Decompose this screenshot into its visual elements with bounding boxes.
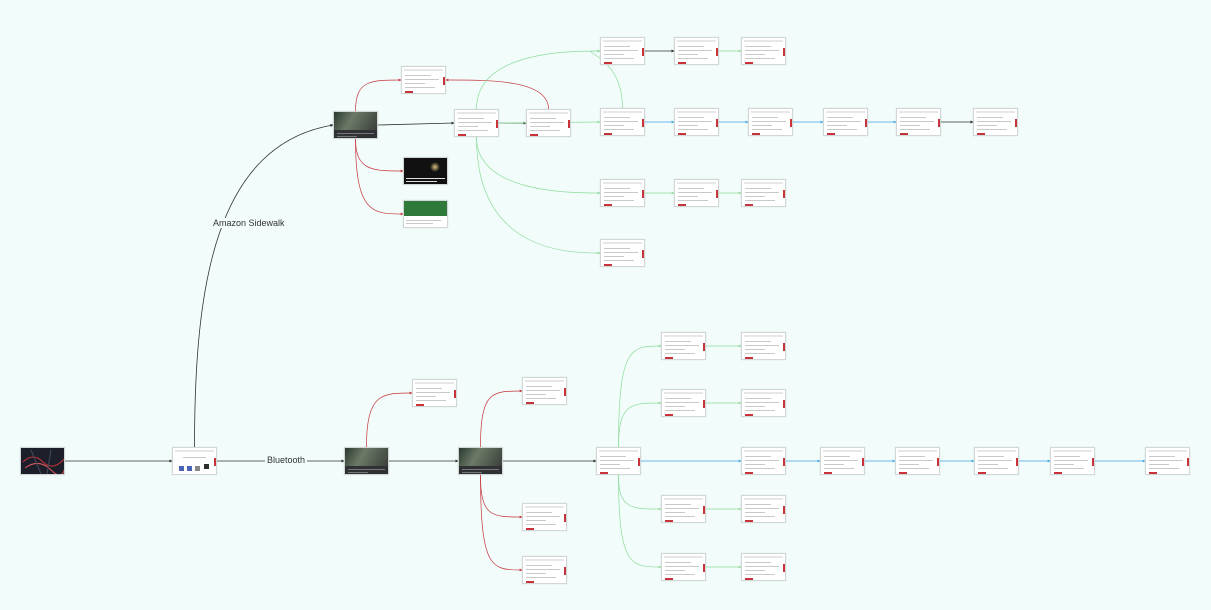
page-node-bt-pop2[interactable] [522,377,567,405]
page-node-bt-list[interactable] [596,447,641,475]
edge-bt-hero-to-bt-pop1 [366,391,413,448]
edge-bt-products-to-bt-pop2 [480,389,523,448]
page-node-bt-c1[interactable] [741,447,786,475]
page-node-bt-c5[interactable] [1050,447,1095,475]
page-node-sw-m4[interactable] [823,108,868,136]
edge-bt-list-to-bt-b1 [618,401,662,448]
page-node-bt-a1[interactable] [661,332,706,360]
page-node-bt-b2[interactable] [741,389,786,417]
page-node-bt-pop3[interactable] [522,503,567,531]
page-node-bt-b1[interactable] [661,389,706,417]
page-node-sw-hero[interactable] [333,111,378,139]
edge-sw-products-to-sw-b1 [476,136,601,195]
edge-sw-detail-to-sw-pop1 [445,78,549,110]
page-node-bt-c6[interactable] [1145,447,1190,475]
page-node-start[interactable] [20,447,65,475]
page-node-sw-pop3[interactable] [403,200,448,228]
page-node-sw-c1[interactable] [600,239,645,267]
page-node-sw-t1[interactable] [600,37,645,65]
page-node-sw-b2[interactable] [674,179,719,207]
page-node-bt-c3[interactable] [895,447,940,475]
edge-sw-hero-to-sw-pop1 [355,78,402,112]
edge-hub-to-sw-hero [194,123,334,448]
page-node-bt-pop4[interactable] [522,556,567,584]
edge-bt-products-to-bt-pop3 [480,474,523,519]
page-node-sw-m1[interactable] [600,108,645,136]
page-node-bt-products[interactable] [458,447,503,475]
edge-sw-products-to-sw-c1 [476,136,601,255]
edge-sw-hero-to-sw-pop2 [355,138,404,173]
page-node-bt-d2[interactable] [741,495,786,523]
page-node-sw-m5[interactable] [896,108,941,136]
edge-bt-list-to-bt-d1 [618,474,662,511]
edge-sw-hero-to-sw-products [377,121,455,126]
page-node-bt-a2[interactable] [741,332,786,360]
page-node-sw-b3[interactable] [741,179,786,207]
page-node-sw-m3[interactable] [748,108,793,136]
page-node-bt-c2[interactable] [820,447,865,475]
page-node-sw-t3[interactable] [741,37,786,65]
edge-sw-products-to-sw-t1 [476,49,601,110]
page-node-sw-t2[interactable] [674,37,719,65]
edge-sw-hero-to-sw-pop3 [355,138,404,216]
page-node-bt-e1[interactable] [661,553,706,581]
page-node-bt-pop1[interactable] [412,379,457,407]
page-node-sw-products[interactable] [454,109,499,137]
branch-label-bluetooth: Bluetooth [265,455,308,465]
page-node-bt-e2[interactable] [741,553,786,581]
page-node-sw-pop1[interactable] [401,66,446,94]
page-node-sw-pop2[interactable] [403,157,448,185]
edge-bt-list-to-bt-a1 [618,344,662,448]
page-node-sw-m2[interactable] [674,108,719,136]
page-node-bt-hero[interactable] [344,447,389,475]
page-node-bt-d1[interactable] [661,495,706,523]
page-node-sw-b1[interactable] [600,179,645,207]
page-node-bt-c4[interactable] [974,447,1019,475]
page-node-sw-m6[interactable] [973,108,1018,136]
edge-bt-list-to-bt-e1 [618,474,662,569]
page-node-hub[interactable] [172,447,217,475]
page-node-sw-detail[interactable] [526,109,571,137]
edge-bt-products-to-bt-pop4 [480,474,523,572]
branch-label-sidewalk: Amazon Sidewalk [211,218,287,228]
